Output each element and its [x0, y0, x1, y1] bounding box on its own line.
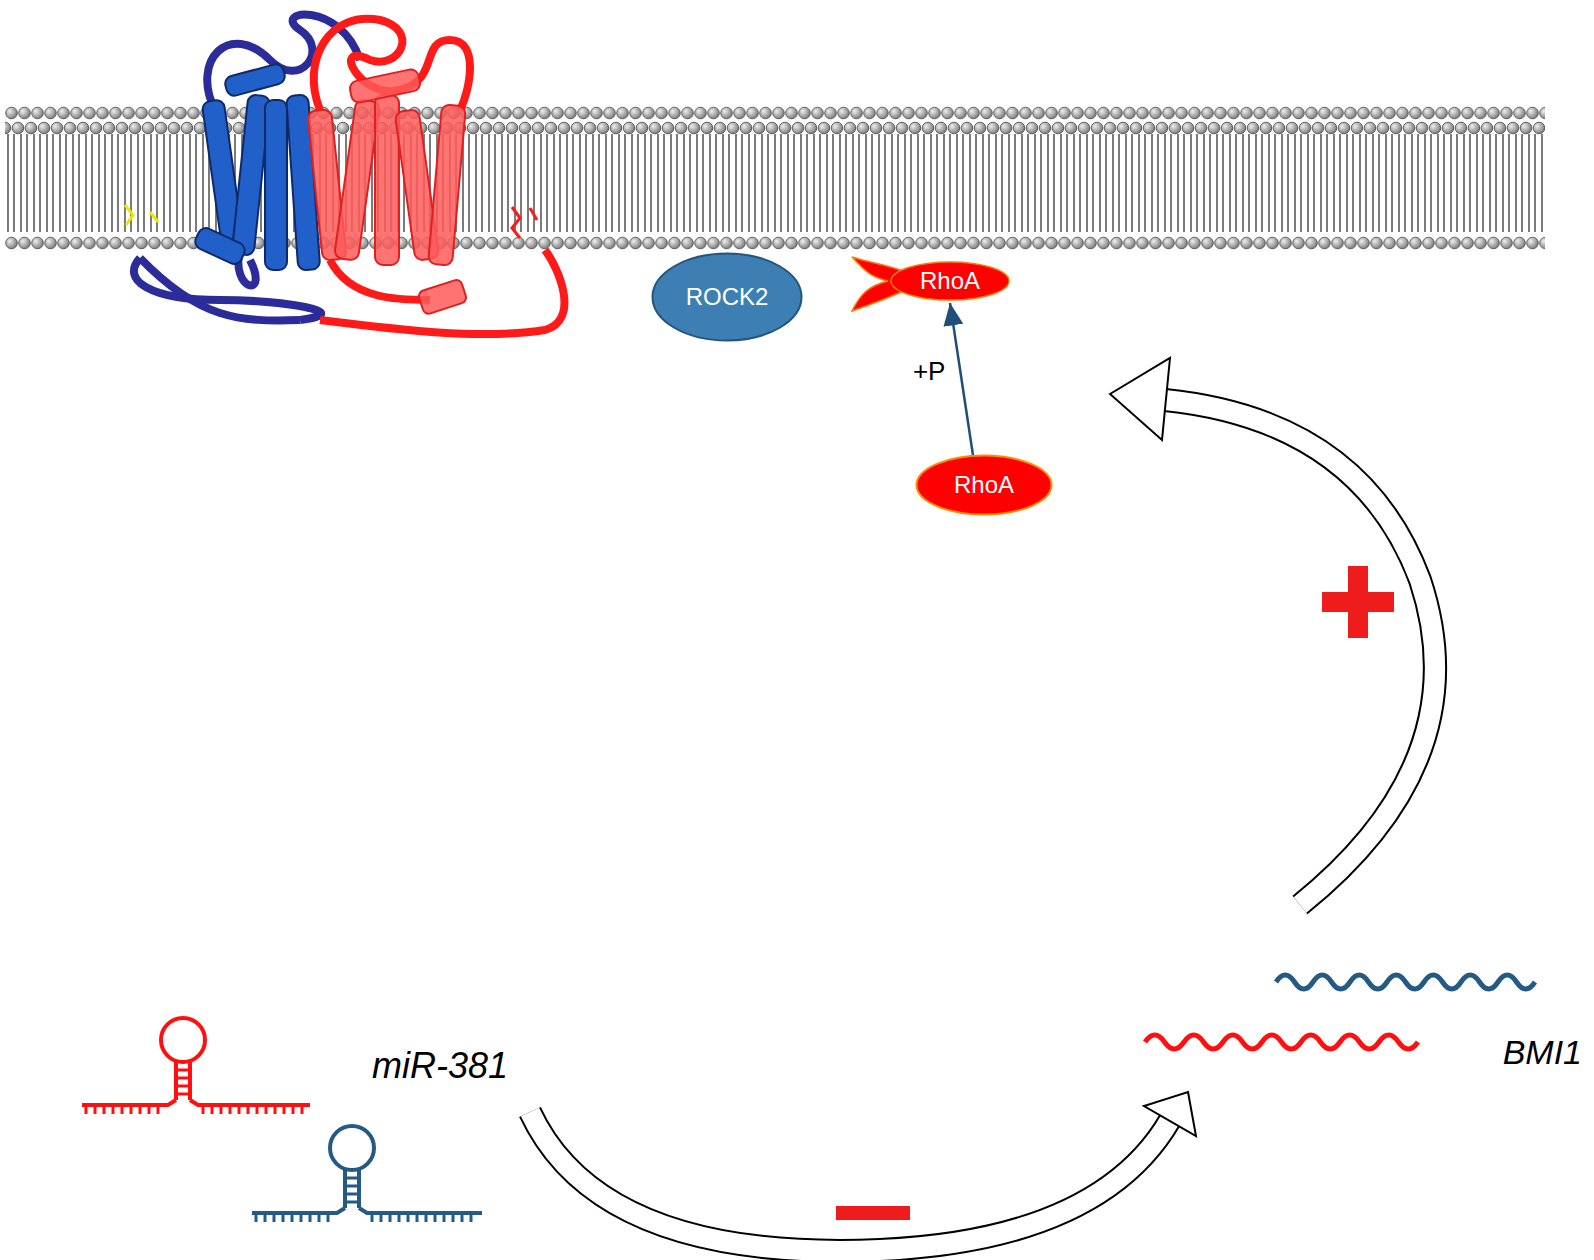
rna-tick: [238, 1105, 241, 1114]
rna-tick: [202, 1105, 205, 1114]
rna-tick: [274, 1105, 277, 1114]
rna-tick: [452, 1213, 455, 1222]
rna-tick: [309, 1213, 312, 1222]
block-arrow-activate: [1110, 358, 1435, 905]
rna-tick: [264, 1213, 267, 1222]
mirna-hairpin-red: [82, 1018, 310, 1105]
node-label: RhoA: [954, 471, 1014, 499]
rna-tick: [371, 1213, 374, 1222]
rna-tick: [148, 1105, 151, 1114]
blue-protein: [125, 15, 360, 321]
phosphorylation-arrow: [950, 303, 973, 455]
rna-tick: [103, 1105, 106, 1114]
rna-tick: [130, 1105, 133, 1114]
rna-tick: [121, 1105, 124, 1114]
minus-sign: [836, 1206, 910, 1220]
rna-tick: [256, 1105, 259, 1114]
rna-tick: [85, 1105, 88, 1114]
rna-tick: [425, 1213, 428, 1222]
rna-tick: [157, 1105, 160, 1114]
rna-tick: [112, 1105, 115, 1114]
plus-sign: [1322, 566, 1394, 638]
rna-tick: [211, 1105, 214, 1114]
rna-tick: [273, 1213, 276, 1222]
rna-tick: [407, 1213, 410, 1222]
rna-tick: [292, 1105, 295, 1114]
rna-tick: [434, 1213, 437, 1222]
rna-tick: [291, 1213, 294, 1222]
edge-label: +P: [911, 356, 948, 387]
rna-tick: [282, 1213, 285, 1222]
rna-tick: [398, 1213, 401, 1222]
mirna-hairpin-blue: [252, 1126, 482, 1213]
rna-tick: [327, 1213, 330, 1222]
rna-tick: [300, 1213, 303, 1222]
rna-tick: [283, 1105, 286, 1114]
rna-tick: [443, 1213, 446, 1222]
rna-tick: [416, 1213, 419, 1222]
mrna-wave-red: [1145, 1035, 1418, 1049]
rna-tick: [301, 1105, 304, 1114]
rna-tick: [229, 1105, 232, 1114]
block-arrow-inhibit: [530, 1092, 1196, 1251]
rna-tick: [389, 1213, 392, 1222]
rna-ticks: [86, 1105, 471, 1222]
protein-ellipse: RhoA: [915, 454, 1053, 516]
rna-tick: [380, 1213, 383, 1222]
rna-tick: [220, 1105, 223, 1114]
rna-tick: [470, 1213, 473, 1222]
rna-tick: [255, 1213, 258, 1222]
rna-tick: [461, 1213, 464, 1222]
rna-tick: [139, 1105, 142, 1114]
rna-tick: [94, 1105, 97, 1114]
rna-tick: [318, 1213, 321, 1222]
rna-tick: [265, 1105, 268, 1114]
mrna-wave-blue: [1276, 975, 1535, 989]
protein-ellipse: ROCK2: [651, 252, 803, 342]
node-label: RhoA: [920, 267, 980, 295]
rna-tick: [247, 1105, 250, 1114]
red-protein: [307, 19, 564, 334]
gene-label: miR-381: [372, 1045, 508, 1087]
gene-label: BMI1: [1503, 1033, 1582, 1072]
membrane-protein: RhoA: [890, 261, 1010, 301]
node-label: ROCK2: [686, 283, 769, 311]
